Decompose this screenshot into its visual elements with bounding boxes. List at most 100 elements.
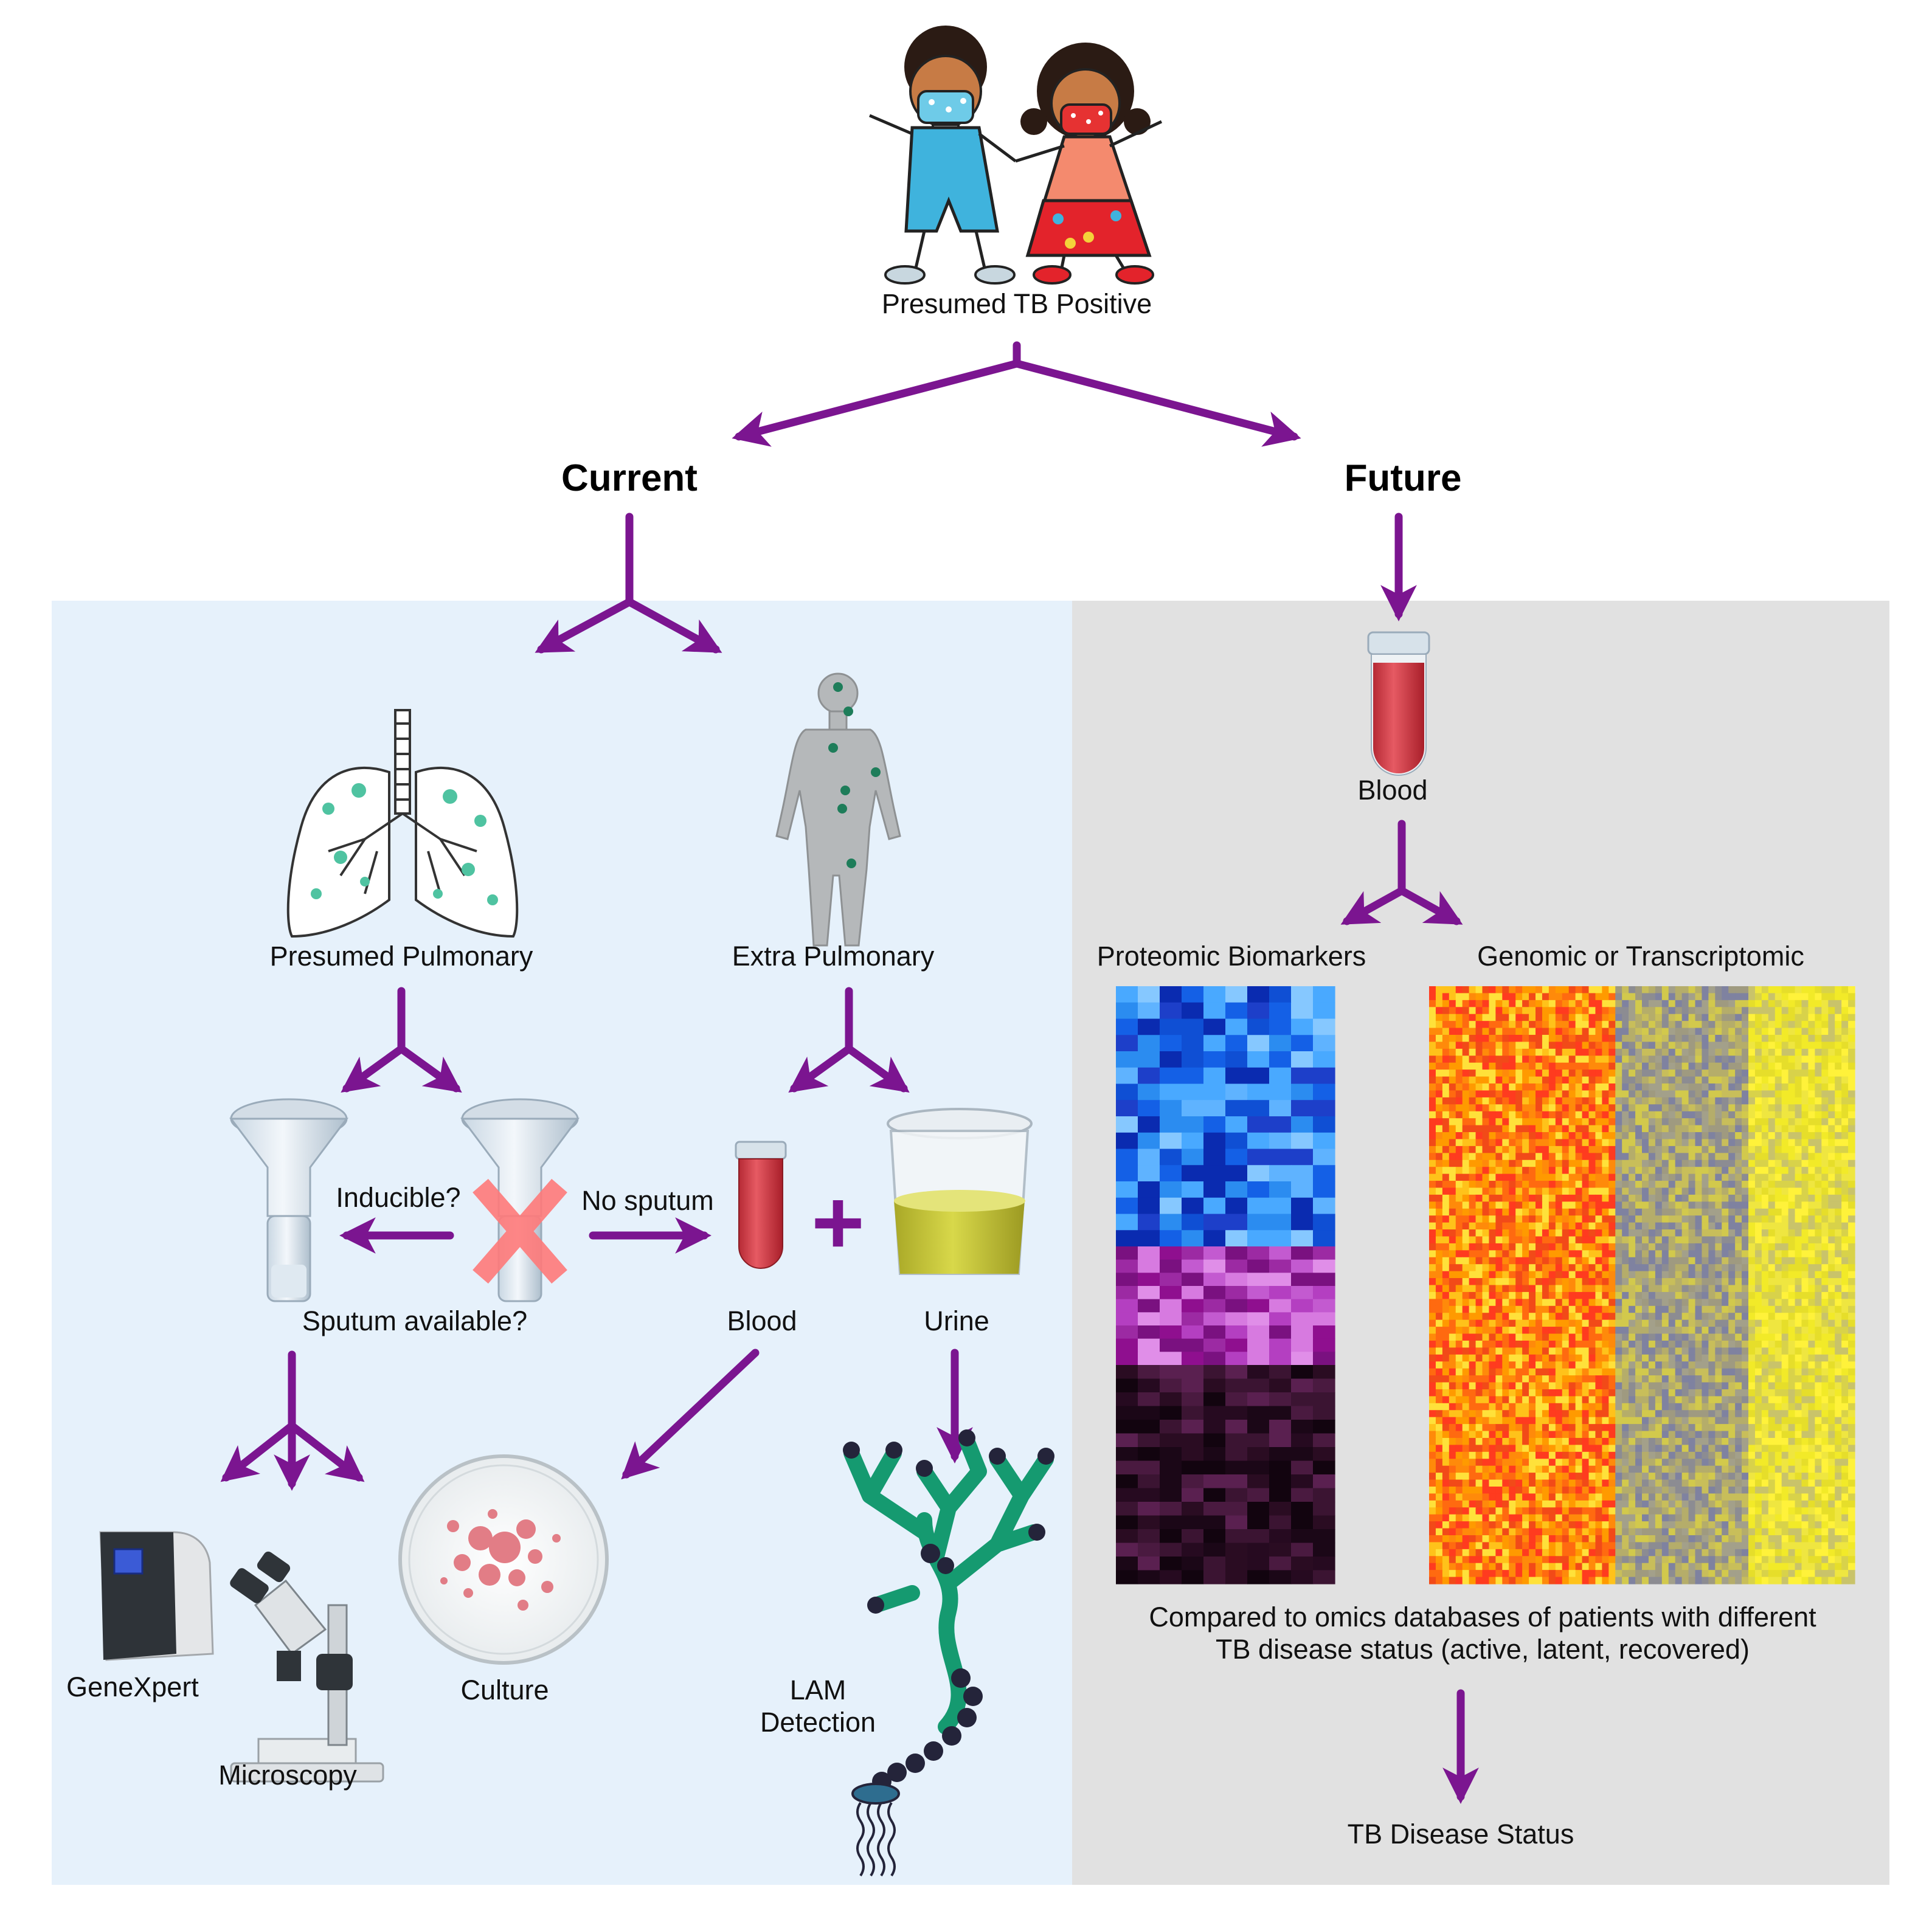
heatmap-cell [1116,1299,1138,1313]
heatmap-cell [1515,1333,1523,1341]
heatmap-cell [1848,1097,1855,1105]
heatmap-cell [1575,1229,1583,1237]
heatmap-cell [1502,1451,1509,1459]
heatmap-cell [1536,1340,1543,1348]
heatmap-cell [1815,1014,1822,1021]
heatmap-cell [1515,1375,1523,1383]
heatmap-cell [1801,1194,1809,1202]
heatmap-cell [1642,1431,1649,1439]
heatmap-cell [1655,1403,1663,1411]
heatmap-cell [1841,1396,1849,1404]
heatmap-cell [1482,1417,1490,1425]
heatmap-cell [1748,1132,1756,1140]
heatmap-cell [1291,1378,1314,1393]
heatmap-cell [1489,1187,1496,1195]
heatmap-cell [1648,1375,1656,1383]
heatmap-cell [1435,1167,1443,1175]
heatmap-cell [1529,1389,1536,1397]
heatmap-cell [1536,1167,1543,1175]
heatmap-cell [1595,1236,1602,1244]
heatmap-cell [1661,1305,1669,1313]
heatmap-cell [1655,1354,1663,1362]
heatmap-cell [1774,1056,1782,1063]
heatmap-cell [1269,1325,1292,1339]
heatmap-cell [1828,1173,1835,1181]
heatmap-cell [1808,1028,1815,1035]
heatmap-cell [1548,986,1556,994]
heatmap-cell [1269,1488,1292,1502]
heatmap-cell [1655,1028,1663,1035]
heatmap-cell [1668,1111,1676,1119]
heatmap-cell [1635,1257,1643,1265]
heatmap-cell [1429,1368,1436,1376]
heatmap-cell [1655,1319,1663,1327]
heatmap-cell [1841,1069,1849,1077]
heatmap-cell [1722,1229,1729,1237]
heatmap-cell [1495,1389,1503,1397]
heatmap-cell [1482,1201,1490,1209]
heatmap-cell [1313,1002,1335,1020]
heatmap-cell [1668,1473,1676,1481]
heatmap-cell [1622,1104,1629,1112]
heatmap-cell [1435,1396,1443,1404]
heatmap-cell [1449,1104,1456,1112]
heatmap-cell [1555,1257,1563,1265]
heatmap-cell [1821,1437,1829,1445]
heatmap-cell [1675,1222,1683,1230]
heatmap-cell [1595,1445,1602,1453]
heatmap-cell [1568,1069,1576,1077]
heatmap-cell [1435,1291,1443,1299]
heatmap-cell [1489,1285,1496,1293]
heatmap-cell [1548,1229,1556,1237]
heatmap-cell [1502,1243,1509,1251]
heatmap-cell [1702,1083,1709,1091]
heatmap-cell [1495,1299,1503,1307]
heatmap-cell [1702,1153,1709,1161]
heatmap-cell [1536,1437,1543,1445]
heatmap-cell [1622,1173,1629,1181]
heatmap-cell [1442,1153,1450,1161]
heatmap-cell [1781,993,1789,1001]
heatmap-cell [1575,1181,1583,1189]
heatmap-cell [1754,1382,1762,1390]
heatmap-cell [1788,1167,1796,1175]
heatmap-cell [1728,1437,1736,1445]
heatmap-cell [1602,1167,1609,1175]
heatmap-cell [1160,1181,1182,1198]
heatmap-cell [1688,1083,1696,1091]
heatmap-cell [1588,1056,1596,1063]
heatmap-cell [1608,1069,1616,1077]
heatmap-cell [1754,1187,1762,1195]
heatmap-cell [1462,1431,1470,1439]
heatmap-cell [1595,1167,1602,1175]
heatmap-cell [1742,1459,1749,1467]
heatmap-cell [1788,1132,1796,1140]
heatmap-cell [1455,1431,1463,1439]
heatmap-cell [1742,1424,1749,1432]
heatmap-cell [1608,1382,1616,1390]
heatmap-cell [1742,1354,1749,1362]
heatmap-cell [1754,1062,1762,1070]
heatmap-cell [1795,1368,1802,1376]
heatmap-cell [1815,1354,1822,1362]
heatmap-cell [1815,1368,1822,1376]
heatmap-cell [1702,1028,1709,1035]
heatmap-cell [1568,1271,1576,1279]
heatmap-cell [1708,1431,1716,1439]
heatmap-cell [1828,1021,1835,1029]
heatmap-cell [1582,1264,1590,1272]
heatmap-cell [1588,1153,1596,1161]
heatmap-cell [1715,1327,1722,1335]
heatmap-cell [1469,1139,1477,1147]
heatmap-cell [1489,1313,1496,1321]
heatmap-cell [1808,1090,1815,1098]
heatmap-cell [1562,1278,1570,1286]
heatmap-cell [1748,993,1756,1001]
heatmap-cell [1801,1173,1809,1181]
heatmap-cell [1795,1035,1802,1043]
heatmap-cell [1568,1382,1576,1390]
heatmap-cell [1688,1375,1696,1383]
heatmap-cell [1661,1396,1669,1404]
heatmap-cell [1469,1473,1477,1481]
heatmap-cell [1728,1459,1736,1467]
